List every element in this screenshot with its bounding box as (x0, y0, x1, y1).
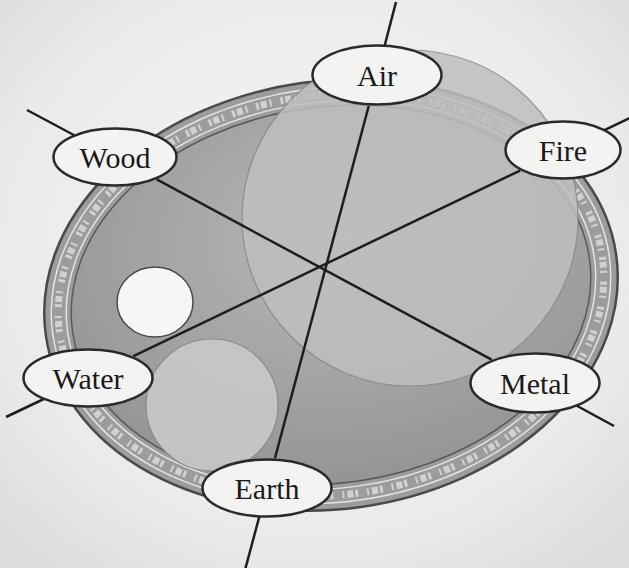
oval-shape (203, 460, 332, 517)
oval-shape (54, 129, 177, 186)
element-name: Metal (500, 367, 570, 400)
oval-shape (506, 122, 621, 179)
element-oval: Air (311, 44, 443, 106)
oval-shape (313, 46, 442, 105)
oval-shape (24, 350, 153, 407)
element-name: Water (53, 362, 124, 395)
white-circle (117, 267, 193, 337)
line-stubs (6, 2, 629, 568)
element-name: Air (357, 59, 397, 92)
element-oval: Fire (504, 120, 622, 180)
oval-shape (471, 354, 600, 413)
element-oval: Metal (469, 352, 601, 414)
element-name: Fire (539, 134, 587, 167)
element-name: Earth (235, 472, 300, 505)
connector-line (157, 179, 492, 359)
element-oval: Water (22, 348, 154, 408)
disc (16, 43, 629, 547)
element-name: Wood (80, 141, 151, 174)
connector-line (133, 171, 520, 357)
inner-circle (146, 339, 278, 471)
element-oval: Earth (201, 458, 333, 518)
element-oval: Wood (52, 127, 178, 187)
